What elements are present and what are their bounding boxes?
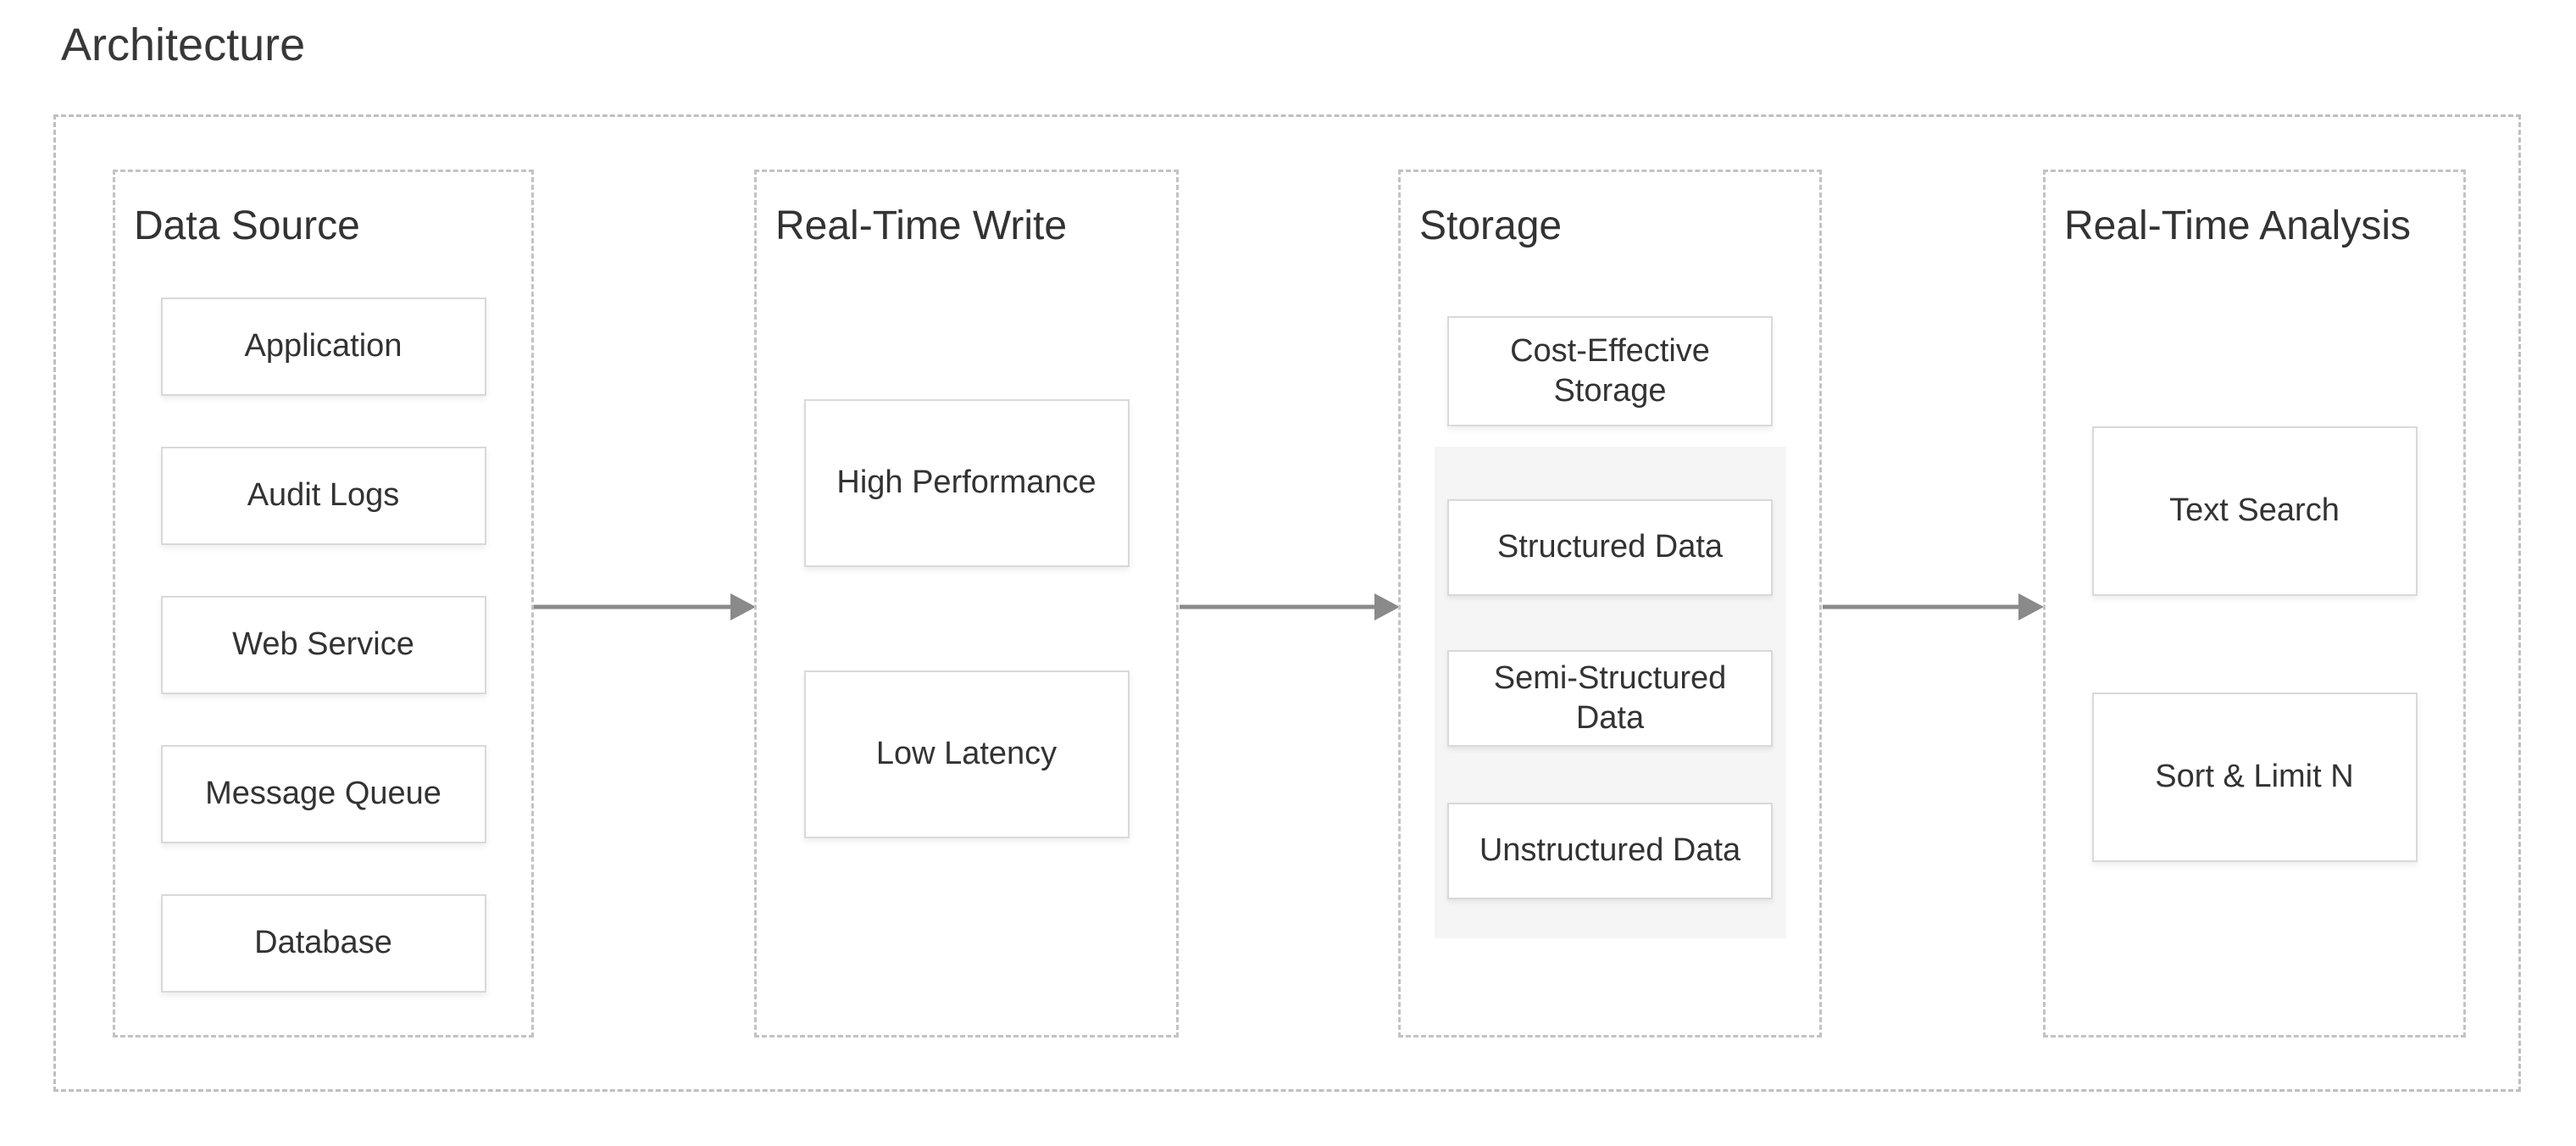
node-low-latency: Low Latency <box>803 670 1130 838</box>
diagram-outer-frame: Data Source Application Audit Logs Web S… <box>53 114 2521 1092</box>
arrowhead-right-icon <box>1374 593 1400 620</box>
column-real-time-write: Real-Time Write High Performance Low Lat… <box>754 170 1179 1038</box>
node-cost-effective-storage: Cost-Effective Storage <box>1447 316 1773 426</box>
node-semi-structured-data: Semi-Structured Data <box>1447 650 1773 747</box>
arrow-real-time-write-to-storage <box>1180 593 1400 620</box>
column-title-storage: Storage <box>1419 203 1563 248</box>
arrowhead-right-icon <box>730 593 756 620</box>
node-high-performance: High Performance <box>803 399 1130 567</box>
arrowhead-right-icon <box>2018 593 2044 620</box>
node-structured-data: Structured Data <box>1447 499 1773 596</box>
node-web-service: Web Service <box>160 596 486 694</box>
node-message-queue: Message Queue <box>160 745 486 843</box>
node-unstructured-data: Unstructured Data <box>1447 803 1773 899</box>
node-sort-limit-n: Sort & Limit N <box>2091 693 2418 862</box>
column-storage: Storage Cost-Effective Storage Structure… <box>1398 170 1822 1038</box>
column-title-real-time-write: Real-Time Write <box>775 203 1068 248</box>
column-title-real-time-analysis: Real-Time Analysis <box>2064 203 2412 248</box>
arrow-storage-to-real-time-analysis <box>1823 593 2044 620</box>
column-real-time-analysis: Real-Time Analysis Text Search Sort & Li… <box>2043 170 2466 1038</box>
column-title-data-source: Data Source <box>134 203 360 248</box>
node-text-search: Text Search <box>2091 426 2418 596</box>
node-audit-logs: Audit Logs <box>160 447 486 545</box>
node-database: Database <box>160 894 486 993</box>
arrow-shaft <box>1180 604 1378 609</box>
arrow-data-source-to-real-time-write <box>534 593 756 620</box>
storage-data-types-panel: Structured Data Semi-Structured Data Uns… <box>1434 447 1786 938</box>
column-data-source: Data Source Application Audit Logs Web S… <box>113 170 534 1038</box>
node-application: Application <box>160 298 486 396</box>
page-title: Architecture <box>61 19 306 70</box>
arrow-shaft <box>534 604 734 609</box>
arrow-shaft <box>1823 604 2022 609</box>
